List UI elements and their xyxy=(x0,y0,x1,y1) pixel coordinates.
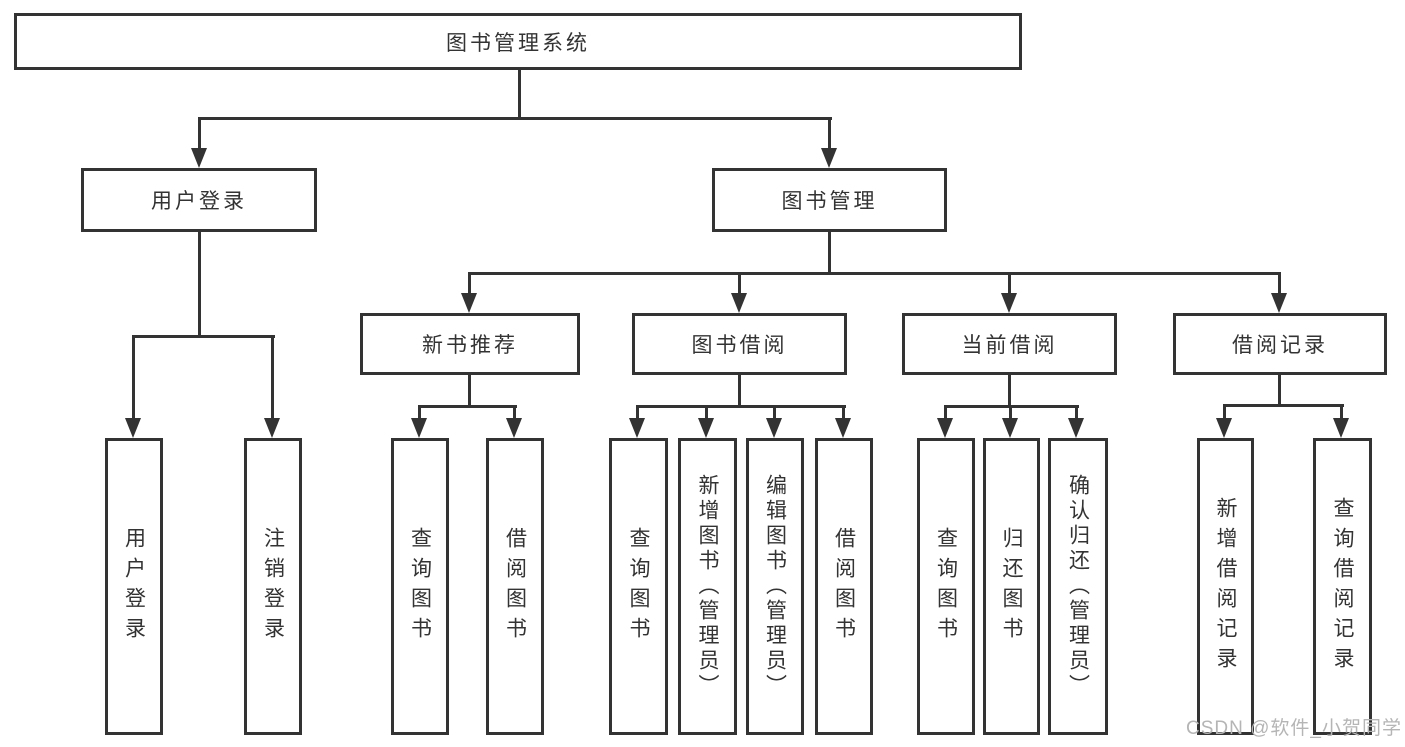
connector-vline xyxy=(198,117,201,150)
connector-vline xyxy=(773,405,776,420)
leaf-return-book: 归还图书 xyxy=(983,438,1040,735)
connector-hline xyxy=(419,405,517,408)
leaf-query-book-b: 查询图书 xyxy=(609,438,668,735)
arrow-down-icon xyxy=(1001,293,1017,313)
arrow-down-icon xyxy=(506,418,522,438)
node-book-management: 图书管理 xyxy=(712,168,947,232)
node-root: 图书管理系统 xyxy=(14,13,1022,70)
connector-vline xyxy=(418,405,421,420)
arrow-down-icon xyxy=(835,418,851,438)
leaf-logout-login: 注销登录 xyxy=(244,438,302,735)
connector-vline xyxy=(513,405,516,420)
arrow-down-icon xyxy=(731,293,747,313)
node-current-borrow: 当前借阅 xyxy=(902,313,1117,375)
node-new-book-recommend: 新书推荐 xyxy=(360,313,580,375)
arrow-down-icon xyxy=(821,148,837,168)
connector-vline xyxy=(636,405,639,420)
leaf-add-borrow-record: 新增借阅记录 xyxy=(1197,438,1254,735)
arrow-down-icon xyxy=(766,418,782,438)
connector-vline xyxy=(468,272,471,295)
arrow-down-icon xyxy=(411,418,427,438)
connector-hline xyxy=(468,272,1281,275)
connector-vline xyxy=(271,335,274,421)
arrow-down-icon xyxy=(1002,418,1018,438)
connector-vline xyxy=(132,335,135,421)
connector-vline xyxy=(738,272,741,295)
node-book-borrow: 图书借阅 xyxy=(632,313,847,375)
arrow-down-icon xyxy=(1333,418,1349,438)
arrow-down-icon xyxy=(629,418,645,438)
arrow-down-icon xyxy=(698,418,714,438)
leaf-query-borrow-record: 查询借阅记录 xyxy=(1313,438,1372,735)
connector-vline xyxy=(1008,272,1011,295)
connector-vline xyxy=(1009,405,1012,420)
connector-vline xyxy=(842,405,845,420)
arrow-down-icon xyxy=(461,293,477,313)
leaf-borrow-book-a: 借阅图书 xyxy=(486,438,544,735)
connector-vline xyxy=(1278,375,1281,407)
connector-hline xyxy=(1224,404,1344,407)
connector-hline xyxy=(637,405,846,408)
arrow-down-icon xyxy=(1216,418,1232,438)
arrow-down-icon xyxy=(1271,293,1287,313)
connector-hline xyxy=(133,335,275,338)
connector-vline xyxy=(705,405,708,420)
connector-vline xyxy=(198,232,201,336)
leaf-borrow-book-b: 借阅图书 xyxy=(815,438,873,735)
leaf-user-login: 用户登录 xyxy=(105,438,163,735)
connector-vline xyxy=(944,405,947,420)
connector-vline xyxy=(1223,404,1226,420)
leaf-query-book-c: 查询图书 xyxy=(917,438,975,735)
connector-vline xyxy=(1278,272,1281,295)
connector-vline xyxy=(468,375,471,408)
arrow-down-icon xyxy=(264,418,280,438)
node-user-login: 用户登录 xyxy=(81,168,317,232)
connector-vline xyxy=(1008,375,1011,408)
leaf-query-book-a: 查询图书 xyxy=(391,438,449,735)
leaf-confirm-return-admin: 确认归还（管理员） xyxy=(1048,438,1108,735)
connector-vline xyxy=(738,375,741,408)
arrow-down-icon xyxy=(191,148,207,168)
leaf-add-book-admin: 新增图书（管理员） xyxy=(678,438,737,735)
leaf-edit-book-admin: 编辑图书（管理员） xyxy=(746,438,804,735)
connector-vline xyxy=(1340,404,1343,420)
connector-vline xyxy=(828,232,831,274)
connector-vline xyxy=(518,69,521,118)
connector-vline xyxy=(1075,405,1078,420)
watermark: CSDN @软件_小贺同学 xyxy=(1186,718,1402,739)
arrow-down-icon xyxy=(1068,418,1084,438)
node-borrow-records: 借阅记录 xyxy=(1173,313,1387,375)
connector-hline xyxy=(198,117,832,120)
arrow-down-icon xyxy=(937,418,953,438)
connector-hline xyxy=(945,405,1079,408)
connector-vline xyxy=(828,117,831,150)
arrow-down-icon xyxy=(125,418,141,438)
